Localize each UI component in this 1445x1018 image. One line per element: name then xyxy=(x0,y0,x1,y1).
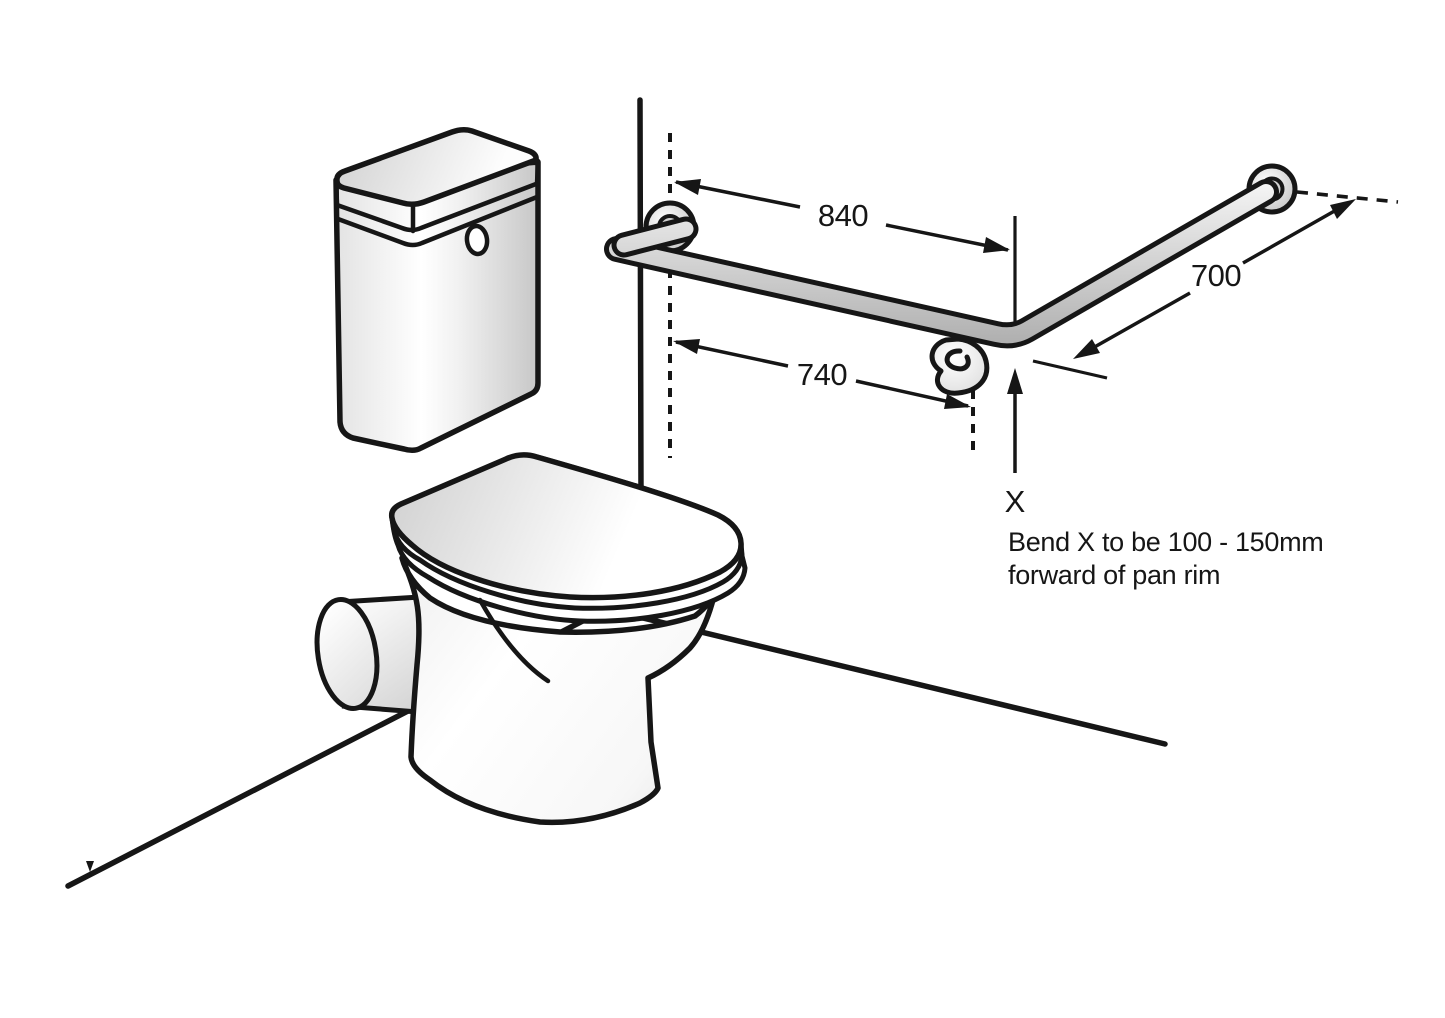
ref-line-bend-lower xyxy=(1032,359,1108,380)
dimension-line xyxy=(1090,207,1339,351)
cistern-lid-bottom-line xyxy=(334,181,539,233)
bend-x-callout: X Bend X to be 100 - 150mm forward of pa… xyxy=(1005,368,1324,590)
dimension-840: 840 xyxy=(674,179,1010,253)
arrowhead-up-icon xyxy=(1007,368,1023,394)
rail-end-stub xyxy=(616,221,694,253)
dimension-840-value: 840 xyxy=(818,198,868,233)
seat-lid-top xyxy=(388,452,744,601)
dimension-700-value: 700 xyxy=(1191,258,1241,293)
floor-tick-mark xyxy=(86,861,94,872)
bend-x-label: X xyxy=(1005,484,1026,519)
arrowhead-lower-icon xyxy=(1073,339,1100,359)
cistern-lip-line xyxy=(335,194,540,248)
note-line-1: Bend X to be 100 - 150mm xyxy=(1008,527,1324,557)
arrowhead-left-icon xyxy=(673,339,700,354)
dimension-740: 740 xyxy=(673,339,971,409)
grab-rail xyxy=(604,163,1298,396)
toilet-cistern xyxy=(333,126,541,454)
wall-corner-line xyxy=(637,97,644,498)
arrowhead-right-icon xyxy=(983,237,1010,253)
dimension-700: 700 xyxy=(1073,199,1356,359)
rail-support-bracket xyxy=(929,336,990,396)
flush-pipe xyxy=(314,594,421,715)
cistern-lid xyxy=(334,126,539,208)
cistern-body xyxy=(333,159,541,454)
dimension-740-value: 740 xyxy=(797,357,847,392)
ref-dashed-flange-line xyxy=(1296,190,1399,204)
pipe-end-cap xyxy=(314,596,380,712)
arrowhead-right-icon xyxy=(944,394,971,409)
rail-support-bracket-hook xyxy=(944,348,971,372)
note-line-2: forward of pan rim xyxy=(1008,560,1220,590)
arrowhead-upper-icon xyxy=(1330,199,1356,219)
rail-tube xyxy=(609,184,1274,344)
toilet-pan xyxy=(388,452,748,826)
arrowhead-left-icon xyxy=(674,179,701,195)
flush-button xyxy=(464,223,490,257)
pan-bowl xyxy=(399,555,720,826)
bowl-contour-line xyxy=(477,597,551,684)
